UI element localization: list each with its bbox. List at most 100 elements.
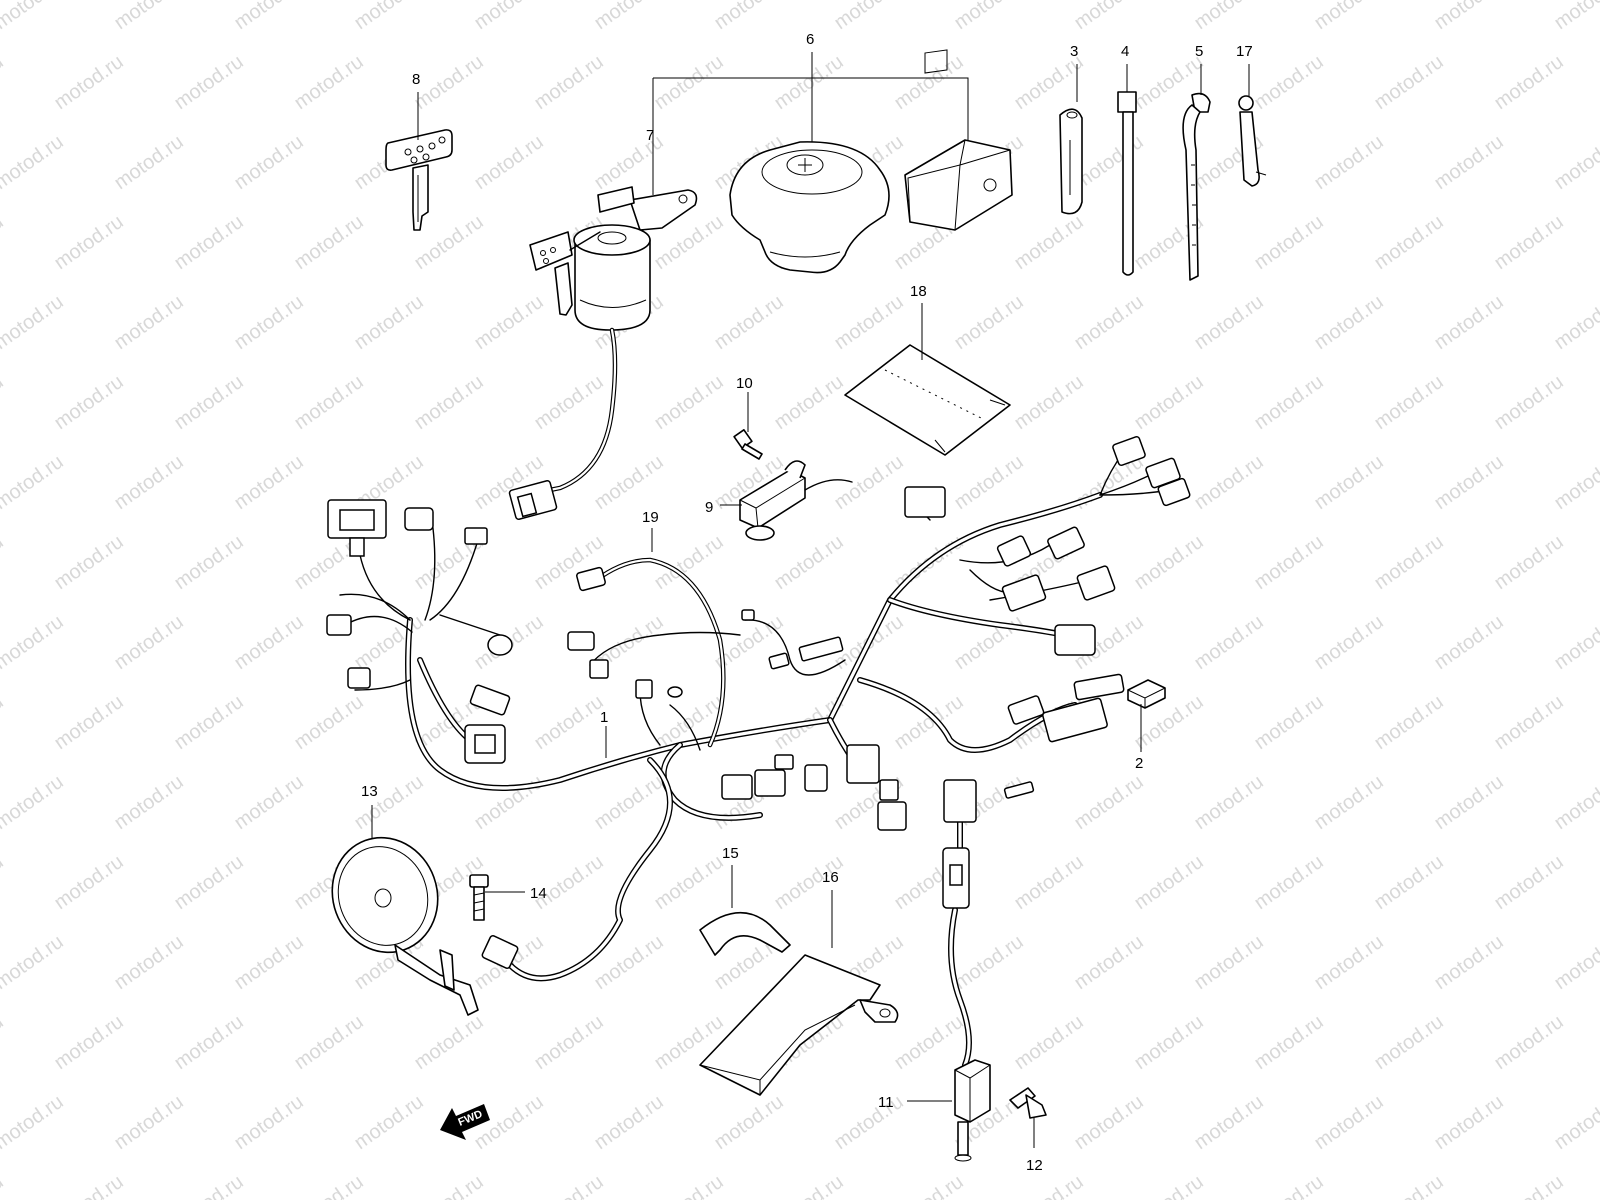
watermark-text: motod.ru (1190, 771, 1267, 834)
watermark-text: motod.ru (590, 0, 667, 34)
watermark-text: motod.ru (470, 131, 547, 194)
watermark-text: motod.ru (590, 451, 667, 514)
callout-14: 14 (530, 885, 547, 902)
watermark-text: motod.ru (1370, 531, 1447, 594)
watermark-text: motod.ru (1010, 51, 1087, 114)
watermark-text: motod.ru (1070, 291, 1147, 354)
watermark-text: motod.ru (1550, 291, 1600, 354)
watermark-text: motod.ru (170, 371, 247, 434)
watermark-text: motod.ru (1430, 1091, 1507, 1154)
watermark-text: motod.ru (1550, 0, 1600, 34)
ignition-switch-icon (508, 186, 698, 520)
clamp-small-icon (1238, 95, 1267, 187)
callout-labels: 1 2 3 4 5 6 7 8 9 10 11 12 13 14 15 16 1… (361, 31, 1253, 1174)
watermark-text: motod.ru (50, 691, 127, 754)
watermark-text: motod.ru (1430, 451, 1507, 514)
watermark-text: motod.ru (1490, 1171, 1567, 1200)
watermark-text: motod.ru (470, 0, 547, 34)
watermark-text: motod.ru (1130, 531, 1207, 594)
watermark-text: motod.ru (50, 371, 127, 434)
watermark-text: motod.ru (410, 371, 487, 434)
callout-6: 6 (806, 31, 814, 48)
cable-tie-clip-icon (1182, 92, 1211, 281)
watermark-text: motod.ru (350, 771, 427, 834)
watermark-text: motod.ru (1550, 931, 1600, 994)
callout-10: 10 (736, 375, 753, 392)
watermark-text: motod.ru (110, 291, 187, 354)
watermark-text: motod.ru (1070, 0, 1147, 34)
watermark-text: motod.ru (1190, 931, 1267, 994)
watermark-text: motod.ru (230, 611, 307, 674)
watermark-text: motod.ru (1370, 851, 1447, 914)
watermark-text: motod.ru (290, 1171, 367, 1200)
callout-5: 5 (1195, 43, 1203, 60)
horn-icon (331, 836, 479, 1016)
callout-18: 18 (910, 283, 927, 300)
watermark-text: motod.ru (590, 771, 667, 834)
watermark-text: motod.ru (290, 1011, 367, 1074)
watermark-text: motod.ru (1010, 211, 1087, 274)
watermark-text: motod.ru (650, 371, 727, 434)
watermark-text: motod.ru (1250, 531, 1327, 594)
callout-4: 4 (1121, 43, 1129, 60)
watermark-text: motod.ru (890, 1171, 967, 1200)
watermark-text: motod.ru (1310, 931, 1387, 994)
watermark-text: motod.ru (1010, 1171, 1087, 1200)
watermark-text: motod.ru (1490, 371, 1567, 434)
watermark-text: motod.ru (1370, 1171, 1447, 1200)
watermark-text: motod.ru (0, 611, 68, 674)
watermark-text: motod.ru (0, 531, 8, 594)
watermark-text: motod.ru (1310, 0, 1387, 34)
watermark-text: motod.ru (1250, 691, 1327, 754)
watermark-text: motod.ru (110, 131, 187, 194)
watermark-text: motod.ru (650, 851, 727, 914)
watermark-text: motod.ru (1430, 931, 1507, 994)
watermark-text: motod.ru (1370, 371, 1447, 434)
side-stand-switch-icon (954, 1059, 991, 1162)
watermark-text: motod.ru (530, 1011, 607, 1074)
watermark-text: motod.ru (1550, 1091, 1600, 1154)
callout-1: 1 (600, 709, 608, 726)
watermark-text: motod.ru (1490, 691, 1567, 754)
watermark-text: motod.ru (1370, 691, 1447, 754)
watermark-text: motod.ru (350, 291, 427, 354)
watermark-text: motod.ru (650, 1171, 727, 1200)
watermark-text: motod.ru (950, 291, 1027, 354)
watermark-text: motod.ru (410, 1011, 487, 1074)
watermark-text: motod.ru (1310, 131, 1387, 194)
watermark-text: motod.ru (1070, 1091, 1147, 1154)
seat-lock-cover-icon (904, 49, 1013, 231)
watermark-text: motod.ru (950, 931, 1027, 994)
watermark-text: motod.ru (1250, 1011, 1327, 1074)
watermark-text: motod.ru (830, 1091, 907, 1154)
watermark-text: motod.ru (830, 451, 907, 514)
watermark-text: motod.ru (1010, 371, 1087, 434)
watermark-text: motod.ru (950, 451, 1027, 514)
watermark-text: motod.ru (1490, 211, 1567, 274)
watermark-text: motod.ru (290, 371, 367, 434)
watermark-text: motod.ru (170, 531, 247, 594)
watermark-text: motod.ru (770, 371, 847, 434)
watermark-text: motod.ru (1430, 291, 1507, 354)
callout-3: 3 (1070, 43, 1078, 60)
watermark-text: motod.ru (110, 611, 187, 674)
callout-17: 17 (1236, 43, 1253, 60)
watermark-text: motod.ru (590, 131, 667, 194)
watermark-text: motod.ru (590, 931, 667, 994)
watermark-text: motod.ru (170, 691, 247, 754)
switch-icon (739, 460, 853, 541)
watermark-text: motod.ru (1250, 51, 1327, 114)
watermark-text: motod.ru (830, 291, 907, 354)
watermark-text: motod.ru (50, 1011, 127, 1074)
watermark-text: motod.ru (1310, 451, 1387, 514)
watermark-text: motod.ru (0, 1011, 8, 1074)
watermark-text: motod.ru (530, 51, 607, 114)
watermark-text: motod.ru (230, 771, 307, 834)
watermark-text: motod.ru (1010, 1011, 1087, 1074)
watermark-text: motod.ru (470, 771, 547, 834)
watermark-text: motod.ru (1130, 371, 1207, 434)
watermark-text: motod.ru (0, 291, 68, 354)
callout-19: 19 (642, 509, 659, 526)
watermark-text: motod.ru (1310, 291, 1387, 354)
watermark-text: motod.ru (1550, 771, 1600, 834)
